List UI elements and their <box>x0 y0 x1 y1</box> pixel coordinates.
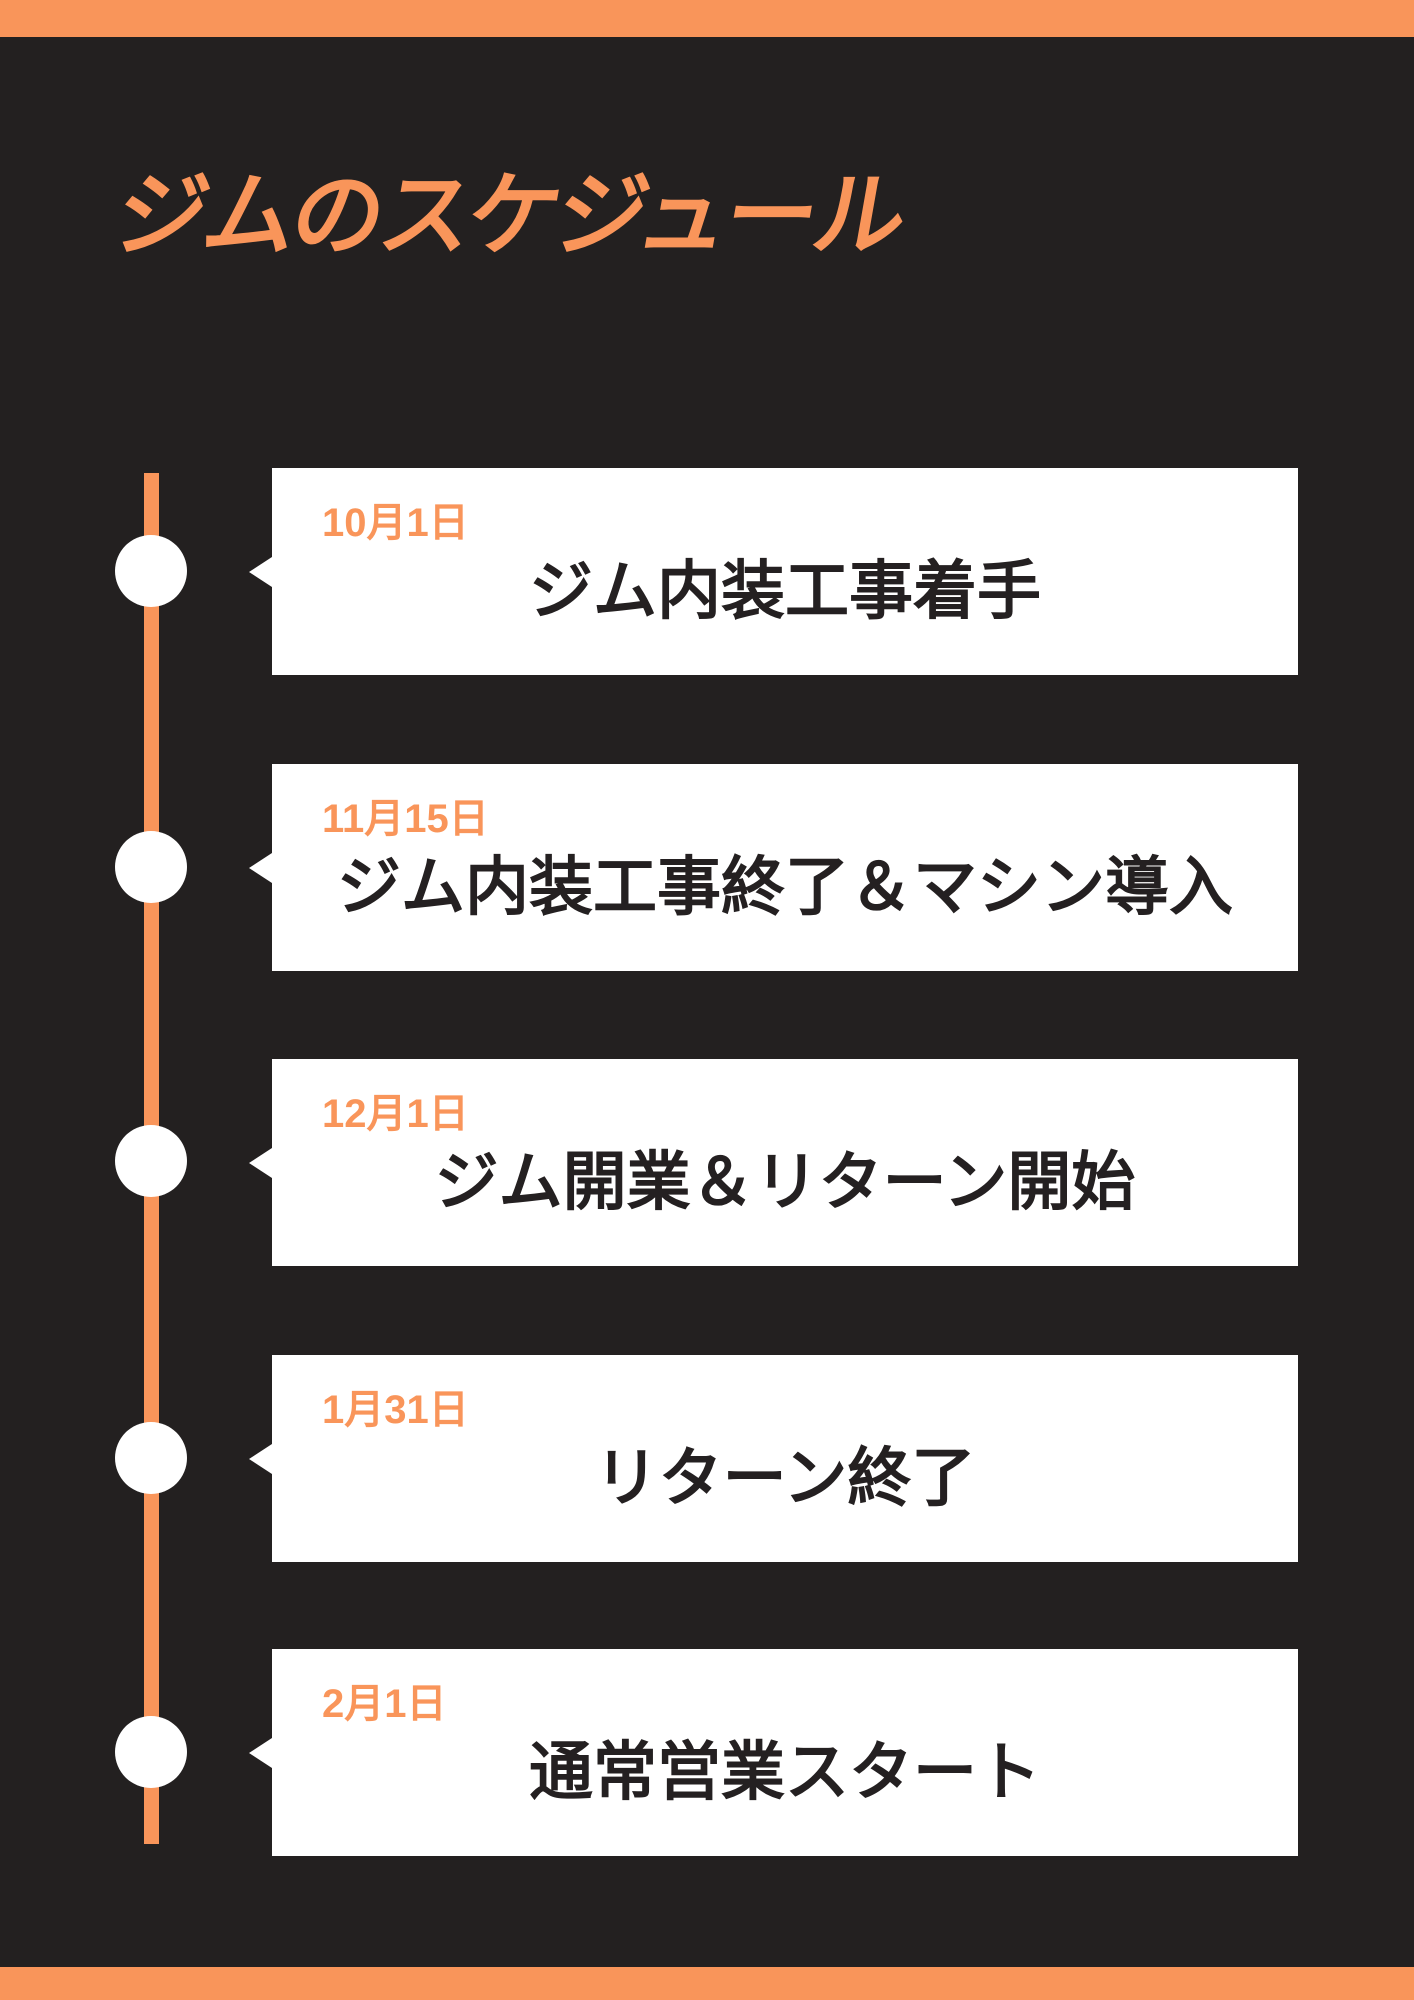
timeline-dot <box>115 1422 187 1494</box>
event-card: 1月31日 リターン終了 <box>249 1355 1298 1562</box>
triangle-left-icon <box>249 1443 272 1474</box>
timeline-dot <box>115 1125 187 1197</box>
triangle-left-icon <box>249 852 272 883</box>
triangle-left-icon <box>249 556 272 587</box>
event-date: 10月1日 <box>322 501 469 545</box>
event-date: 11月15日 <box>322 797 489 841</box>
event-card: 11月15日 ジム内装工事終了＆マシン導入 <box>249 764 1298 971</box>
event-card: 12月1日 ジム開業＆リターン開始 <box>249 1059 1298 1266</box>
timeline-dot <box>115 831 187 903</box>
event-date: 1月31日 <box>322 1388 469 1432</box>
triangle-left-icon <box>249 1147 272 1178</box>
triangle-left-icon <box>249 1737 272 1768</box>
event-card: 2月1日 通常営業スタート <box>249 1649 1298 1856</box>
timeline-dot <box>115 535 187 607</box>
top-border-bar <box>0 0 1414 37</box>
event-title: ジム内装工事着手 <box>529 555 1041 627</box>
timeline-dot <box>115 1716 187 1788</box>
event-date: 2月1日 <box>322 1682 447 1726</box>
event-title: ジム内装工事終了＆マシン導入 <box>337 851 1233 923</box>
page-title: ジムのスケジュール <box>107 165 912 267</box>
event-title: リターン終了 <box>594 1442 976 1514</box>
event-title: ジム開業＆リターン開始 <box>434 1146 1136 1218</box>
bottom-border-bar <box>0 1967 1414 2000</box>
event-date: 12月1日 <box>322 1092 469 1136</box>
event-card: 10月1日 ジム内装工事着手 <box>249 468 1298 675</box>
event-title: 通常営業スタート <box>529 1736 1041 1808</box>
